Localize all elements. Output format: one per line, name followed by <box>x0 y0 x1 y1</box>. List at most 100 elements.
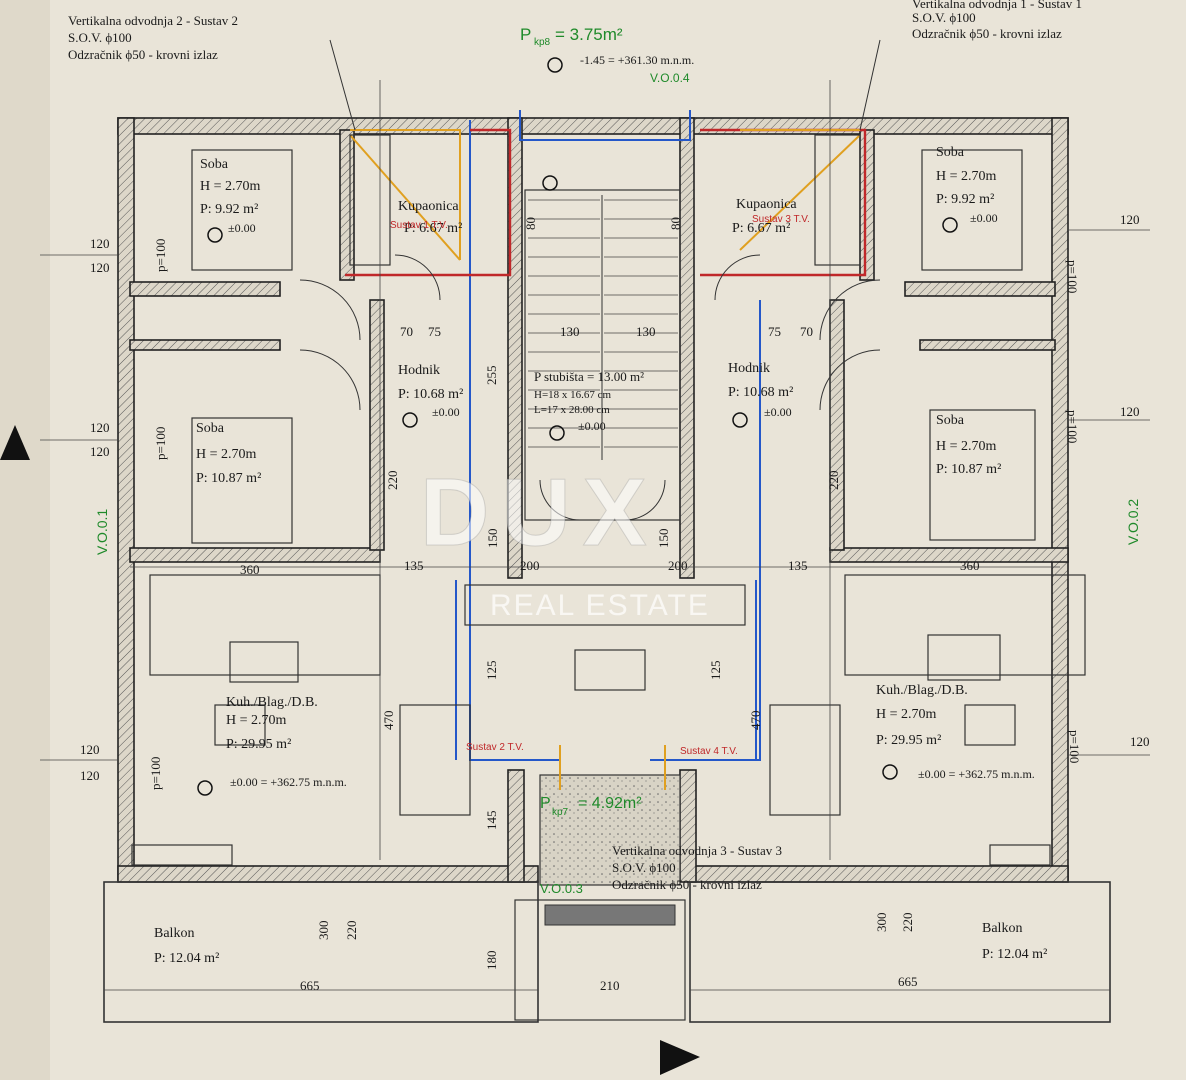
dim-180-b: 180 <box>484 951 499 971</box>
dim-220-ml: 220 <box>385 471 400 491</box>
dim-220-l: 220 <box>344 921 359 941</box>
room-kuh-r-lvl: ±0.00 = +362.75 m.n.m. <box>918 767 1035 781</box>
room-soba-ml-name: Soba <box>196 421 225 436</box>
dim-665-r: 665 <box>898 974 918 989</box>
dim-70-r: 70 <box>800 324 813 339</box>
dim-255-l: 255 <box>484 366 499 386</box>
sustav-2: Sustav 2 T.V. <box>466 742 524 753</box>
dim-120-r2: 120 <box>1120 404 1140 419</box>
room-soba-mr-p: P: 10.87 m² <box>936 462 1001 477</box>
note-b-2: S.O.V. ϕ100 <box>612 860 676 875</box>
dim-120-r3: 120 <box>1130 734 1150 749</box>
room-soba-mr-name: Soba <box>936 413 965 428</box>
dim-210-b: 210 <box>600 978 620 993</box>
p100-r2: p=100 <box>1065 410 1080 443</box>
note-tl-1: Vertikalna odvodnja 2 - Sustav 2 <box>68 13 238 28</box>
p100-r1: p=100 <box>1065 260 1080 293</box>
side-label-right: V.O.0.2 <box>1125 499 1141 545</box>
room-soba-tr-h: H = 2.70m <box>936 169 997 184</box>
top-area-elev: -1.45 = +361.30 m.n.m. <box>580 53 694 67</box>
room-soba-tr-name: Soba <box>936 145 965 160</box>
room-kuh-l-lvl: ±0.00 = +362.75 m.n.m. <box>230 775 347 789</box>
dim-75-r: 75 <box>768 324 781 339</box>
bottom-area-sub: kp7 <box>552 807 569 818</box>
side-label-left: V.O.0.1 <box>94 509 110 555</box>
section-arrow-left <box>0 425 30 460</box>
dim-120-l1: 120 <box>90 236 110 251</box>
bottom-area-value: = 4.92m² <box>578 795 642 812</box>
dim-300-l: 300 <box>316 921 331 941</box>
dim-120-l3: 120 <box>90 420 110 435</box>
room-hod-l-lvl: ±0.00 <box>432 405 460 419</box>
room-hod-r-lvl: ±0.00 <box>764 405 792 419</box>
note-b-3: Odzračnik ϕ50 - krovni izlaz <box>612 877 762 892</box>
room-kup-l-p: P: 6.67 m² <box>404 221 462 236</box>
room-soba-ml-h: H = 2.70m <box>196 447 257 462</box>
p100-l1: p=100 <box>153 239 168 272</box>
watermark-sub: REAL ESTATE <box>490 589 710 622</box>
bottom-area-vo: V.O.0.3 <box>540 881 583 896</box>
room-stub-h: H=18 x 16.67 cm <box>534 389 612 401</box>
p100-l3: p=100 <box>148 757 163 790</box>
dim-150-r: 150 <box>656 529 671 549</box>
dim-130-r: 130 <box>636 324 656 339</box>
dim-80-r: 80 <box>668 217 683 230</box>
dim-80-l: 80 <box>523 217 538 230</box>
room-soba-tl-name: Soba <box>200 157 229 172</box>
dim-360-l: 360 <box>240 562 260 577</box>
dim-220-r: 220 <box>900 913 915 933</box>
room-soba-tr-p: P: 9.92 m² <box>936 192 994 207</box>
room-hod-r-p: P: 10.68 m² <box>728 385 793 400</box>
room-soba-tr-lvl: ±0.00 <box>970 211 998 225</box>
note-tr-1: Vertikalna odvodnja 1 - Sustav 1 <box>912 0 1082 11</box>
room-stub-l: L=17 x 28.00 cm <box>534 404 610 416</box>
room-kuh-r-name: Kuh./Blag./D.B. <box>876 683 968 698</box>
room-stub-lvl: ±0.00 <box>578 419 606 433</box>
sustav-3: Sustav 3 T.V. <box>752 214 810 225</box>
bottom-area-label: P <box>540 795 551 812</box>
dim-70-l: 70 <box>400 324 413 339</box>
room-kuh-l-p: P: 29.95 m² <box>226 737 291 752</box>
vent-lines <box>329 39 881 790</box>
dim-125-l: 125 <box>484 661 499 681</box>
dim-120-l6: 120 <box>80 768 100 783</box>
watermark-main: DUX <box>420 459 659 566</box>
room-soba-tl-lvl: ±0.00 <box>228 221 256 235</box>
p100-l2: p=100 <box>153 427 168 460</box>
room-balkon-r-p: P: 12.04 m² <box>982 947 1047 962</box>
room-kup-r-p: P: 6.67 m² <box>732 221 790 236</box>
dim-120-l5: 120 <box>80 742 100 757</box>
dim-200-r: 200 <box>668 558 688 573</box>
room-kuh-l-name: Kuh./Blag./D.B. <box>226 695 318 710</box>
door-swings <box>299 254 881 521</box>
dim-220-mr: 220 <box>826 471 841 491</box>
room-balkon-l-name: Balkon <box>154 926 194 941</box>
stairs <box>524 189 681 521</box>
p100-r3: p=100 <box>1067 730 1082 763</box>
dim-150-l: 150 <box>485 529 500 549</box>
top-area-vo: V.O.0.4 <box>650 71 690 85</box>
dim-300-r: 300 <box>874 913 889 933</box>
dim-200-l: 200 <box>520 558 540 573</box>
dim-470-l: 470 <box>381 711 396 731</box>
room-kuh-r-p: P: 29.95 m² <box>876 733 941 748</box>
dim-360-r: 360 <box>960 558 980 573</box>
sustav-1: Sustav 1 T.V. <box>390 220 448 231</box>
dim-130-l: 130 <box>560 324 580 339</box>
note-tl-2: S.O.V. ϕ100 <box>68 30 132 45</box>
sustav-4: Sustav 4 T.V. <box>680 746 738 757</box>
room-soba-tl-h: H = 2.70m <box>200 179 261 194</box>
section-arrow-bottom <box>660 1040 700 1075</box>
note-tr-3: Odzračnik ϕ50 - krovni izlaz <box>912 26 1062 41</box>
room-hod-l-p: P: 10.68 m² <box>398 387 463 402</box>
dim-470-r: 470 <box>748 711 763 731</box>
furniture <box>131 134 1086 866</box>
room-hod-l-name: Hodnik <box>398 363 440 378</box>
level-markers <box>197 57 958 796</box>
room-balkon-l-p: P: 12.04 m² <box>154 951 219 966</box>
room-soba-tl-p: P: 9.92 m² <box>200 202 258 217</box>
dim-75-l: 75 <box>428 324 441 339</box>
note-tr-2: S.O.V. ϕ100 <box>912 10 976 25</box>
room-stub-p: P stubišta = 13.00 m² <box>534 369 644 384</box>
